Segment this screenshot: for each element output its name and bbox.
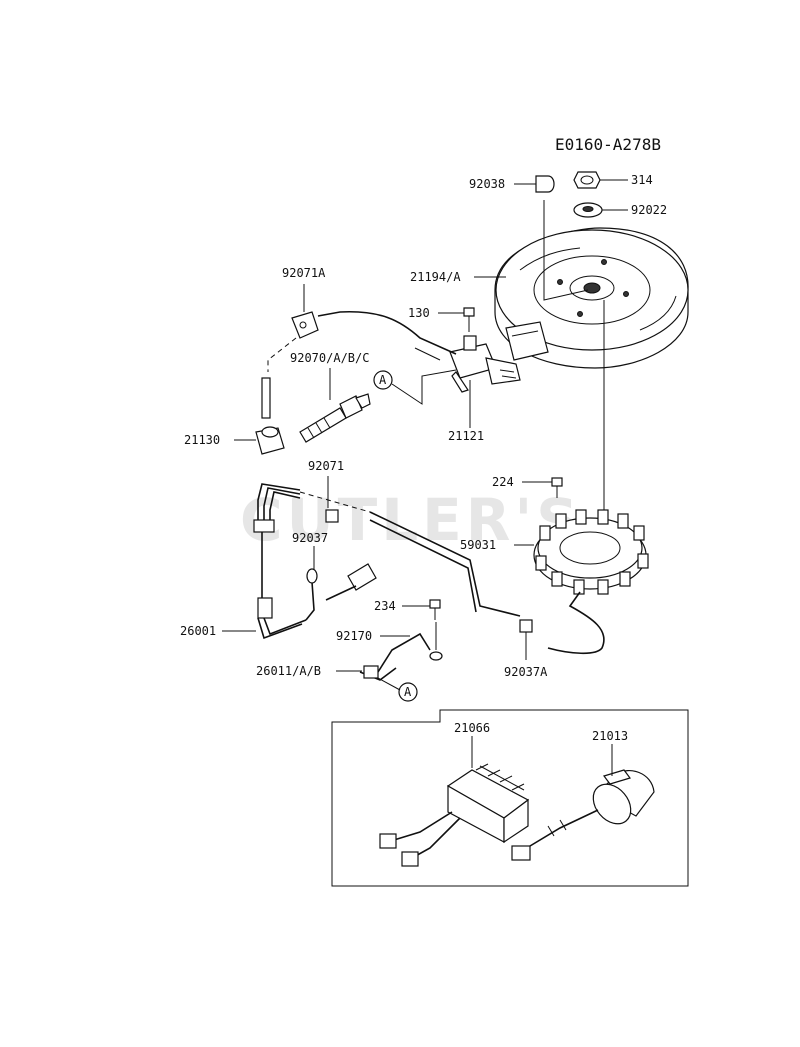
connector-a-upper: A xyxy=(373,370,393,390)
inset-box xyxy=(331,709,689,887)
label-314: 314 xyxy=(631,173,653,187)
label-224: 224 xyxy=(492,475,514,489)
label-92037a: 92037A xyxy=(504,665,548,679)
label-234: 234 xyxy=(374,599,396,613)
washer xyxy=(573,202,603,218)
label-92038: 92038 xyxy=(469,177,505,191)
label-92022: 92022 xyxy=(631,203,667,217)
label-21013: 21013 xyxy=(592,729,628,743)
svg-text:A: A xyxy=(404,685,412,699)
label-92170: 92170 xyxy=(336,629,372,643)
ignition-coil xyxy=(449,335,521,393)
fuel-solenoid xyxy=(511,769,655,861)
lead-26011 xyxy=(359,665,397,681)
plug-terminal xyxy=(255,377,285,455)
clamp-92037a xyxy=(519,619,533,633)
label-26001: 26001 xyxy=(180,624,216,638)
label-92070: 92070/A/B/C xyxy=(290,351,369,365)
spark-plug xyxy=(299,393,371,443)
label-92037: 92037 xyxy=(292,531,328,545)
svg-text:A: A xyxy=(379,373,387,387)
bolt-234 xyxy=(429,599,441,620)
label-92071: 92071 xyxy=(308,459,344,473)
woodruff-key xyxy=(535,175,555,193)
bolt-130 xyxy=(463,307,475,332)
label-21066: 21066 xyxy=(454,721,490,735)
ground-lead xyxy=(377,632,443,673)
label-21194: 21194/A xyxy=(410,270,461,284)
label-21121: 21121 xyxy=(448,429,484,443)
label-21130: 21130 xyxy=(184,433,220,447)
voltage-regulator xyxy=(379,763,530,867)
label-59031: 59031 xyxy=(460,538,496,552)
flywheel xyxy=(494,227,689,369)
reference-code: E0160-A278B xyxy=(555,135,661,154)
plug-cap xyxy=(291,311,319,339)
stator xyxy=(533,509,649,595)
connector-a-lower: A xyxy=(398,682,418,702)
label-92071a: 92071A xyxy=(282,266,326,280)
label-26011: 26011/A/B xyxy=(256,664,321,678)
nut xyxy=(573,171,601,189)
label-130: 130 xyxy=(408,306,430,320)
main-harness xyxy=(253,483,521,640)
